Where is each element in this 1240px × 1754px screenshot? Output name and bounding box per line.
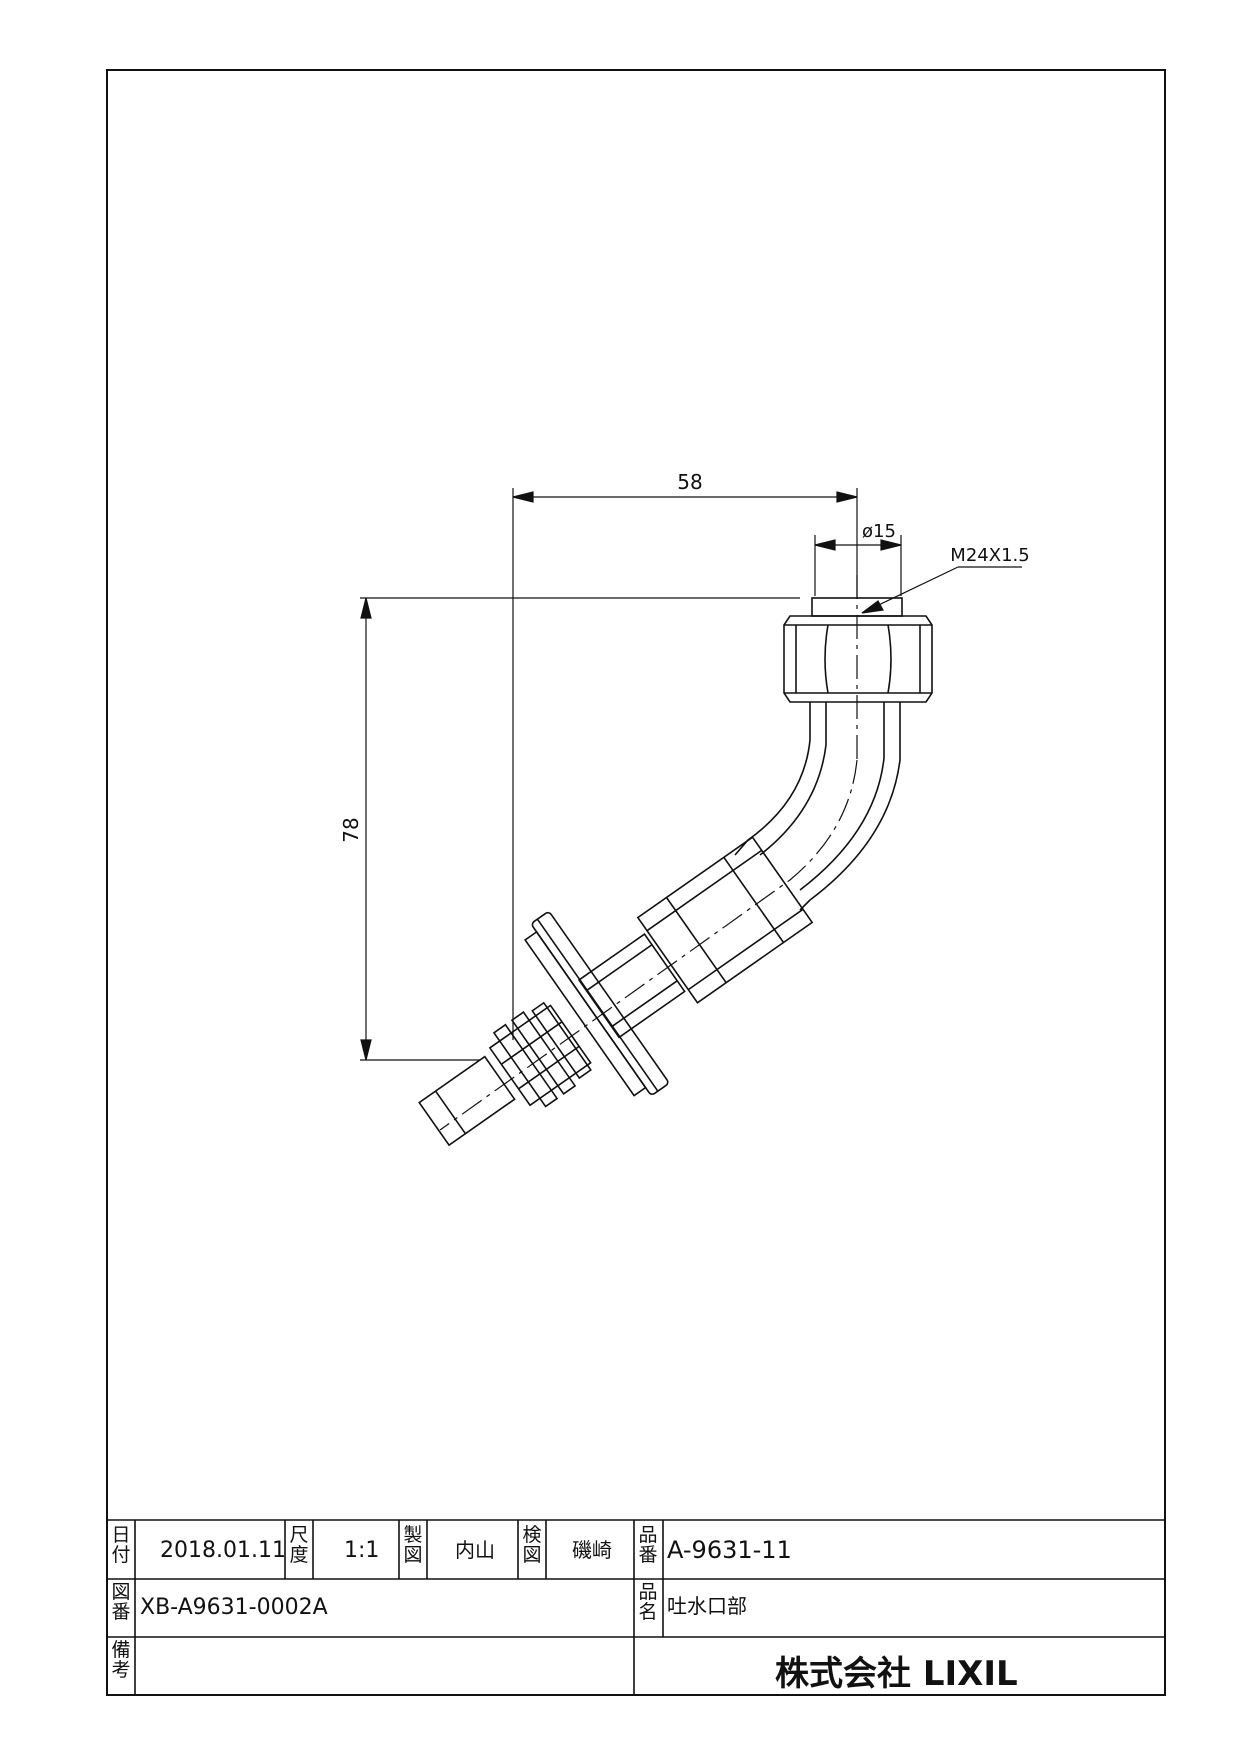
scale-label: 尺度 <box>289 1524 309 1566</box>
drawn-by-label: 製図 <box>403 1524 423 1566</box>
bent-pipe <box>734 702 901 911</box>
dimension-thread: M24X1.5 <box>950 545 1029 566</box>
part-number-label: 品番 <box>638 1524 658 1566</box>
drawing-number-value: XB-A9631-0002A <box>140 1595 328 1620</box>
drawn-by-value: 内山 <box>455 1538 495 1562</box>
company-logo: 株式会社 LIXIL <box>775 1654 1018 1694</box>
drawing-frame <box>106 69 1166 1696</box>
dimension-diameter: ø15 <box>862 521 896 542</box>
center-lines <box>439 575 858 1131</box>
drawing-number-label: 図番 <box>111 1581 131 1623</box>
remarks-label: 備考 <box>111 1639 131 1681</box>
body-pipe <box>577 933 686 1039</box>
dimension-lines <box>360 488 1022 1061</box>
lower-hex-nut <box>636 836 814 1004</box>
scale-value: 1:1 <box>344 1538 380 1563</box>
checked-by-label: 検図 <box>522 1524 542 1566</box>
threaded-shank <box>488 1001 592 1108</box>
title-block-grid <box>107 1519 1165 1695</box>
date-label: 日付 <box>111 1524 131 1566</box>
part-number-value: A-9631-11 <box>667 1536 792 1564</box>
flange-washer <box>524 911 669 1097</box>
part-drawing <box>418 575 933 1147</box>
checked-by-value: 磯崎 <box>572 1538 612 1562</box>
dimension-height: 78 <box>339 817 363 842</box>
part-name-label: 品名 <box>638 1581 658 1623</box>
inlet-tube <box>418 1055 516 1147</box>
union-nut <box>783 597 933 703</box>
part-name-value: 吐水口部 <box>667 1594 747 1618</box>
dimension-width: 58 <box>677 470 702 494</box>
date-value: 2018.01.11 <box>160 1538 286 1563</box>
